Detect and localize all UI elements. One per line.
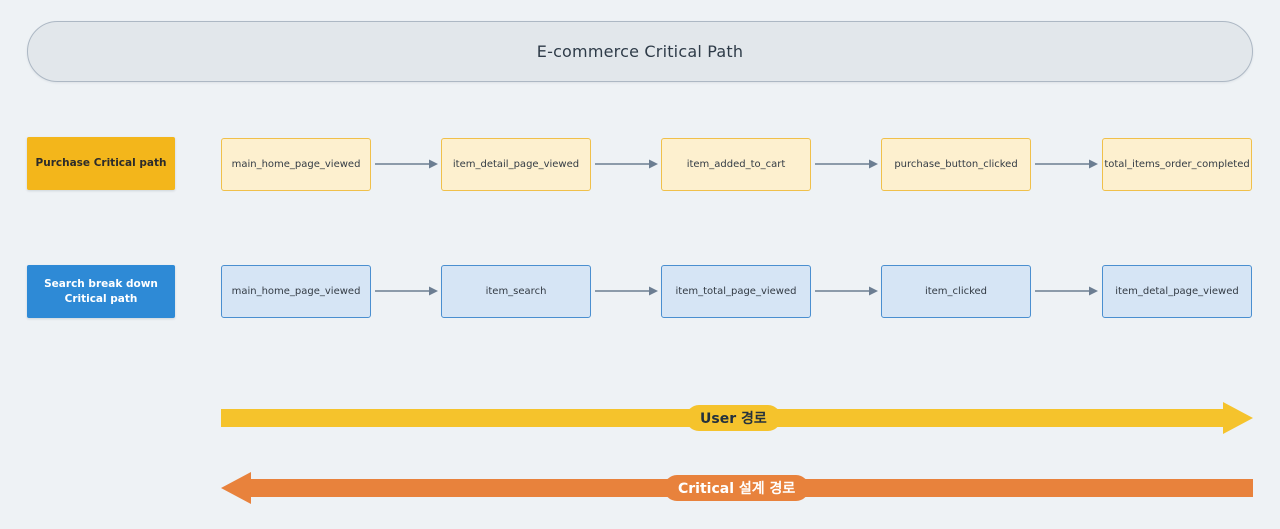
flow-node-label: item_total_page_viewed [675,286,797,297]
direction-bar-user-label-text: User 경로 [700,411,767,427]
flow-node-label: item_search [485,286,547,297]
page-title: E-commerce Critical Path [536,42,744,61]
arrow-purchase-2-to-3 [595,158,659,170]
flow-node-purchase-4[interactable]: purchase_button_clicked [881,138,1031,191]
row-label-search-text: Search break down Critical path [44,277,158,305]
flow-node-purchase-3[interactable]: item_added_to_cart [661,138,811,191]
direction-bar-critical-label-text: Critical 설계 경로 [678,481,796,497]
arrow-search-3-to-4 [815,285,879,297]
flow-node-label: item_detail_page_viewed [452,159,580,170]
flow-node-label: item_added_to_cart [686,159,786,170]
arrow-purchase-1-to-2 [375,158,439,170]
flow-node-search-4[interactable]: item_clicked [881,265,1031,318]
row-label-search: Search break down Critical path [27,265,175,318]
flow-node-purchase-2[interactable]: item_detail_page_viewed [441,138,591,191]
direction-bar-critical-label: Critical 설계 경로 [664,475,810,501]
flow-node-search-2[interactable]: item_search [441,265,591,318]
flow-node-label: main_home_page_viewed [231,159,361,170]
direction-bar-user-label: User 경로 [686,405,781,431]
flow-node-label: purchase_button_clicked [894,159,1018,170]
flow-node-search-5[interactable]: item_detal_page_viewed [1102,265,1252,318]
row-label-search-line1: Search break down [44,278,158,291]
arrow-search-2-to-3 [595,285,659,297]
flow-node-label: total_items_order_completed [1104,159,1250,170]
flow-node-search-1[interactable]: main_home_page_viewed [221,265,371,318]
arrow-search-1-to-2 [375,285,439,297]
flow-node-label: main_home_page_viewed [231,286,361,297]
flow-node-label: item_clicked [924,286,988,297]
flow-node-purchase-5[interactable]: total_items_order_completed [1102,138,1252,191]
flow-node-purchase-1[interactable]: main_home_page_viewed [221,138,371,191]
flow-node-label: item_detal_page_viewed [1115,286,1239,297]
row-label-search-line2: Critical path [64,292,138,305]
flow-node-search-3[interactable]: item_total_page_viewed [661,265,811,318]
arrow-search-4-to-5 [1035,285,1099,297]
arrow-purchase-3-to-4 [815,158,879,170]
diagram-title-banner: E-commerce Critical Path [27,21,1253,82]
arrow-purchase-4-to-5 [1035,158,1099,170]
row-label-purchase: Purchase Critical path [27,137,175,190]
row-label-purchase-text: Purchase Critical path [35,157,167,170]
